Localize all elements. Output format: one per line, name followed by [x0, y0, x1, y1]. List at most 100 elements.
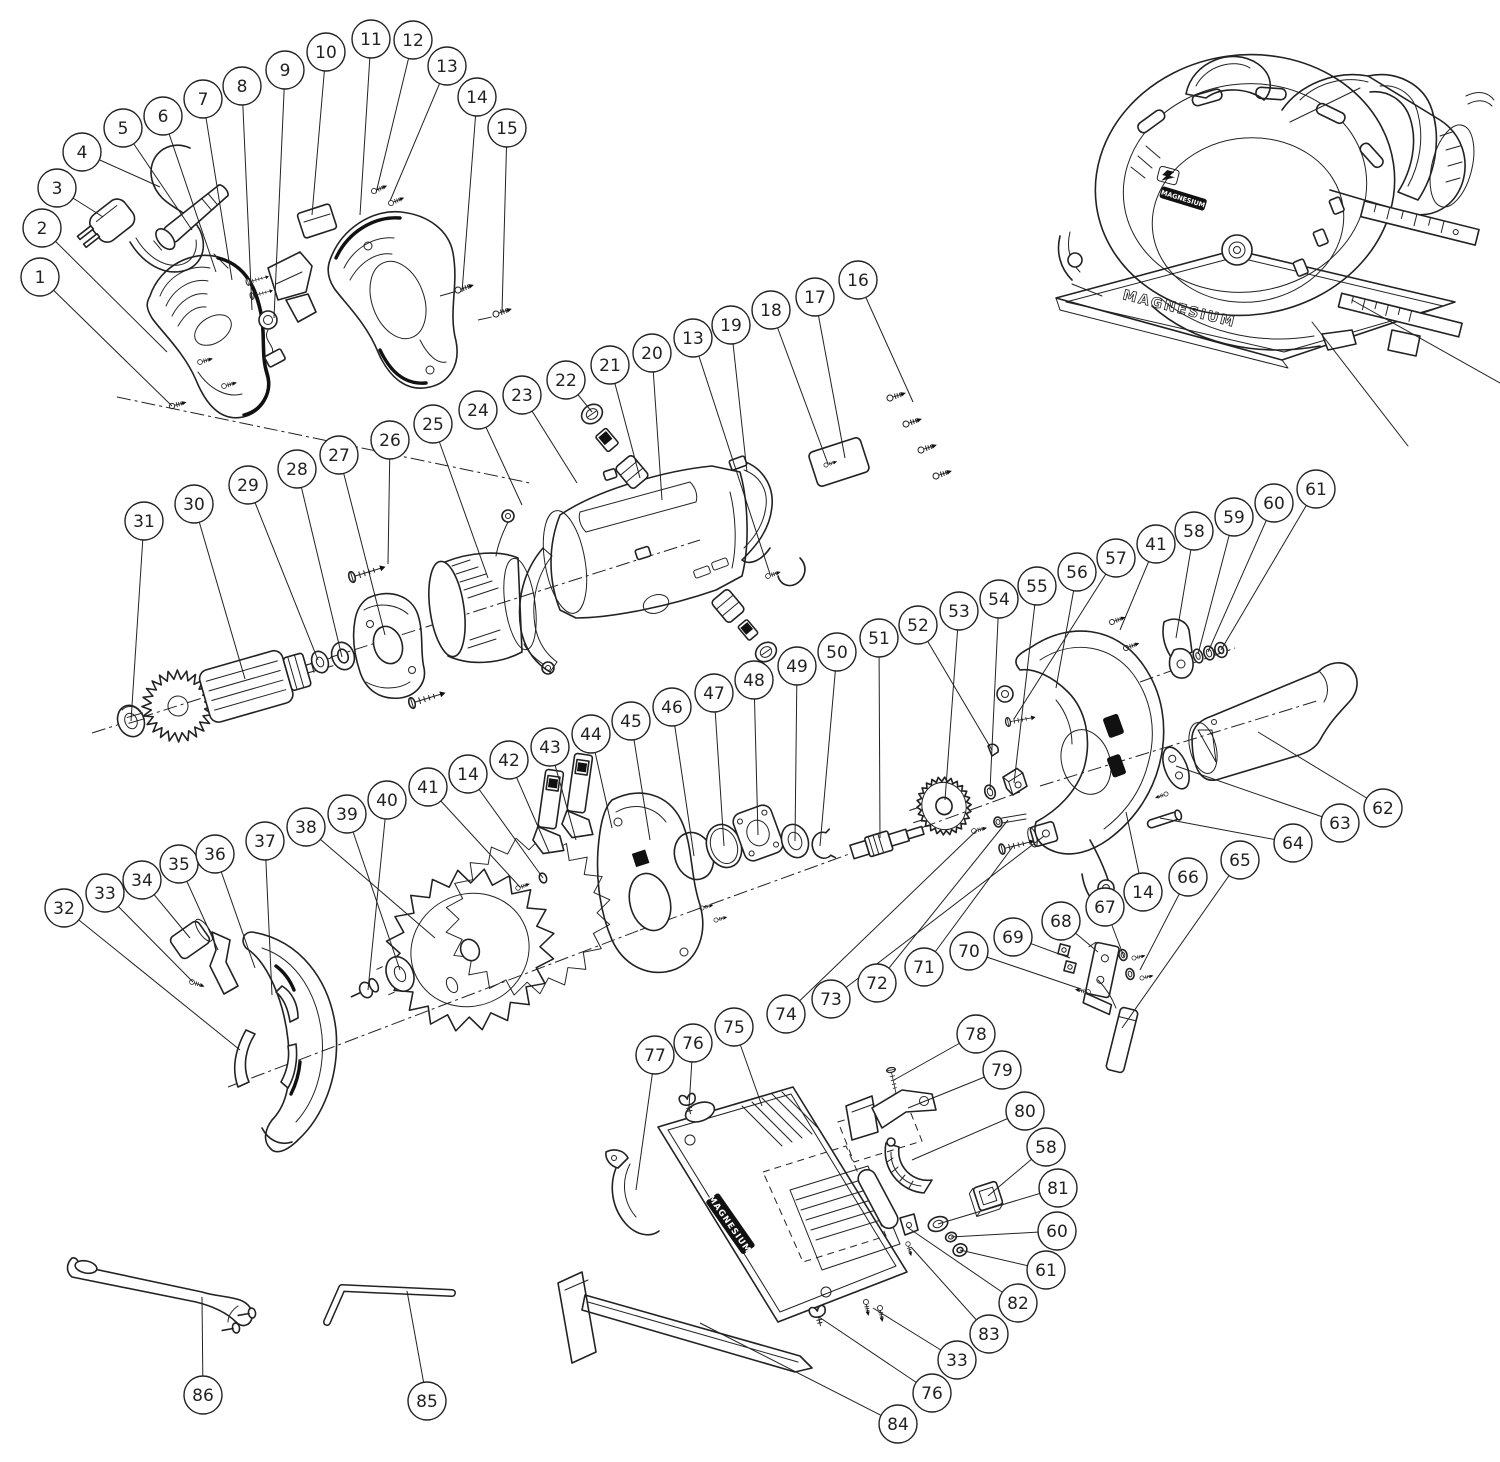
- brush-set-upper-drawing: [580, 403, 649, 489]
- armature-drawing: [126, 649, 334, 743]
- power-plug-drawing: [76, 198, 136, 249]
- balloon-53: 53: [939, 591, 979, 631]
- balloon-61: 61: [1026, 1250, 1066, 1290]
- svg-text:52: 52: [907, 616, 929, 636]
- balloon-16: 16: [838, 260, 878, 300]
- aux-handle-tube-drawing: [1188, 662, 1358, 781]
- leader-line-32: [63, 907, 241, 1051]
- balloon-67: 67: [1085, 887, 1125, 927]
- leader-line-13: [692, 337, 771, 575]
- leader-line-74: [785, 829, 978, 1015]
- balloon-22: 22: [546, 360, 586, 400]
- balloon-9: 9: [265, 50, 305, 90]
- saw-blade-drawing: [385, 836, 611, 1032]
- balloon-54: 54: [979, 579, 1019, 619]
- svg-text:81: 81: [1047, 1179, 1069, 1199]
- base-brand-label: MAGNESIUM: [1121, 287, 1238, 331]
- balloon-34: 34: [122, 860, 162, 900]
- svg-text:6: 6: [158, 107, 169, 127]
- balloon-33: 33: [937, 1340, 977, 1380]
- spindle-drawing: [849, 825, 925, 860]
- svg-text:48: 48: [743, 671, 765, 691]
- svg-text:68: 68: [1050, 912, 1072, 932]
- brush-holders-mid-drawing: [532, 752, 594, 855]
- leader-line-52: [917, 624, 993, 751]
- svg-text:7: 7: [198, 90, 209, 110]
- svg-text:82: 82: [1007, 1294, 1029, 1314]
- balloon-7: 7: [183, 79, 223, 119]
- svg-text:35: 35: [168, 855, 190, 875]
- bearing-bracket-drawing: [352, 592, 426, 699]
- balloon-13: 13: [673, 318, 713, 358]
- balloon-39: 39: [327, 794, 367, 834]
- svg-text:79: 79: [991, 1061, 1013, 1081]
- balloon-55: 55: [1017, 566, 1057, 606]
- svg-text:5: 5: [118, 119, 129, 139]
- leader-line-11: [359, 38, 372, 216]
- svg-text:38: 38: [295, 818, 317, 838]
- leader-line-72: [876, 819, 1009, 984]
- svg-text:41: 41: [417, 778, 439, 798]
- svg-text:8: 8: [237, 77, 248, 97]
- balloon-31: 31: [124, 501, 164, 541]
- leader-line-57: [1013, 557, 1117, 720]
- leader-line-47: [713, 692, 725, 847]
- leader-line-29: [247, 484, 319, 661]
- hex-key-drawing: [323, 1284, 456, 1326]
- svg-text:10: 10: [315, 43, 337, 63]
- base-plate-drawing: [657, 1086, 908, 1329]
- blade-flange-drawing: [350, 872, 548, 999]
- svg-text:40: 40: [376, 791, 398, 811]
- svg-text:56: 56: [1066, 563, 1088, 583]
- balloon-60: 60: [1254, 483, 1294, 523]
- svg-text:74: 74: [775, 1005, 797, 1025]
- svg-text:61: 61: [1035, 1261, 1057, 1281]
- assembled-saw-drawing: MAGNESIUM MAGNESIUM: [1055, 53, 1500, 447]
- balloon-38: 38: [286, 807, 326, 847]
- balloon-41: 41: [1136, 524, 1176, 564]
- leader-line-54: [989, 598, 1000, 791]
- svg-text:58: 58: [1035, 1138, 1057, 1158]
- svg-text:53: 53: [948, 602, 970, 622]
- svg-text:61: 61: [1305, 480, 1327, 500]
- balloon-18: 18: [751, 290, 791, 330]
- balloon-17: 17: [795, 277, 835, 317]
- balloon-2: 2: [22, 208, 62, 248]
- balloon-35: 35: [159, 844, 199, 884]
- rip-fence-drawing: [557, 1271, 813, 1373]
- leader-line-17: [814, 296, 846, 459]
- balloon-15: 15: [487, 108, 527, 148]
- svg-text:39: 39: [336, 805, 358, 825]
- svg-text:78: 78: [965, 1025, 987, 1045]
- svg-text:15: 15: [496, 119, 518, 139]
- balloon-61: 61: [1296, 469, 1336, 509]
- balloon-82: 82: [998, 1283, 1038, 1323]
- svg-text:33: 33: [94, 884, 116, 904]
- leader-line-36: [214, 853, 256, 969]
- right-handle-housing-drawing: [327, 210, 458, 389]
- svg-text:71: 71: [913, 958, 935, 978]
- svg-text:28: 28: [286, 460, 308, 480]
- balloon-14: 14: [457, 77, 497, 117]
- svg-text:43: 43: [539, 738, 561, 758]
- svg-text:37: 37: [254, 832, 276, 852]
- leader-line-48: [753, 679, 759, 836]
- balloon-13: 13: [427, 46, 467, 86]
- svg-text:84: 84: [887, 1415, 909, 1435]
- cord-protector-drawing: [153, 184, 229, 269]
- balloon-28: 28: [277, 449, 317, 489]
- svg-text:62: 62: [1372, 799, 1394, 819]
- balloon-40: 40: [367, 780, 407, 820]
- balloon-8: 8: [222, 66, 262, 106]
- balloon-26: 26: [370, 420, 410, 460]
- balloon-52: 52: [898, 605, 938, 645]
- balloon-36: 36: [195, 834, 235, 874]
- balloon-63: 63: [1320, 803, 1360, 843]
- balloon-68: 68: [1041, 901, 1081, 941]
- balloon-74: 74: [766, 994, 806, 1034]
- svg-text:49: 49: [786, 657, 808, 677]
- motor-housing-drawing: [542, 465, 748, 619]
- svg-text:25: 25: [422, 415, 444, 435]
- svg-text:33: 33: [946, 1351, 968, 1371]
- leader-line-41: [427, 786, 521, 888]
